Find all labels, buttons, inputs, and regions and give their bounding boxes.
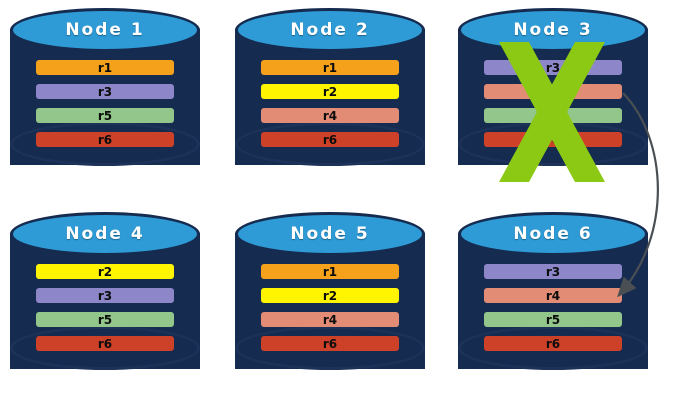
node-2-top: Node 2 (235, 8, 425, 52)
node-6[interactable]: Node 6 r3 r4 r5 r6 (458, 212, 648, 390)
node-5-title: Node 5 (290, 224, 370, 244)
node-1-replica-list: r1 r3 r5 r6 (36, 60, 174, 147)
node-2[interactable]: Node 2 r1 r2 r4 r6 (235, 8, 425, 186)
node-1-title: Node 1 (65, 20, 145, 40)
replica-bar[interactable]: r3 (484, 60, 622, 75)
node-1-top: Node 1 (10, 8, 200, 52)
node-1[interactable]: Node 1 r1 r3 r5 r6 (10, 8, 200, 186)
replica-bar[interactable]: r4 (261, 312, 399, 327)
replica-bar[interactable]: r4 (261, 108, 399, 123)
node-5[interactable]: Node 5 r1 r2 r4 r6 (235, 212, 425, 390)
replica-bar[interactable]: r6 (36, 132, 174, 147)
replica-bar[interactable]: r2 (36, 264, 174, 279)
node-2-title: Node 2 (290, 20, 370, 40)
replica-bar[interactable]: r1 (261, 264, 399, 279)
replica-bar[interactable]: r6 (261, 132, 399, 147)
replica-bar[interactable]: r6 (484, 132, 622, 147)
node-3-replica-list: r3 r4 r5 r6 (484, 60, 622, 147)
node-3-top: Node 3 (458, 8, 648, 52)
node-6-top: Node 6 (458, 212, 648, 256)
node-5-top: Node 5 (235, 212, 425, 256)
node-2-replica-list: r1 r2 r4 r6 (261, 60, 399, 147)
replica-bar[interactable]: r2 (261, 84, 399, 99)
replica-bar[interactable]: r1 (36, 60, 174, 75)
replica-bar[interactable]: r6 (36, 336, 174, 351)
node-4-replica-list: r2 r3 r5 r6 (36, 264, 174, 351)
node-6-title: Node 6 (513, 224, 593, 244)
replica-bar[interactable]: r1 (261, 60, 399, 75)
replica-bar[interactable]: r4 (484, 288, 622, 303)
node-5-replica-list: r1 r2 r4 r6 (261, 264, 399, 351)
replica-bar[interactable]: r3 (484, 264, 622, 279)
replica-bar[interactable]: r3 (36, 84, 174, 99)
replica-bar[interactable]: r5 (484, 108, 622, 123)
node-4-title: Node 4 (65, 224, 145, 244)
replica-bar[interactable]: r6 (261, 336, 399, 351)
replica-bar[interactable]: r6 (484, 336, 622, 351)
replica-bar[interactable]: r3 (36, 288, 174, 303)
node-3[interactable]: Node 3 r3 r4 r5 r6 (458, 8, 648, 186)
replica-bar[interactable]: r5 (484, 312, 622, 327)
replica-bar[interactable]: r5 (36, 108, 174, 123)
replica-bar[interactable]: r4 (484, 84, 622, 99)
node-3-title: Node 3 (513, 20, 593, 40)
node-6-replica-list: r3 r4 r5 r6 (484, 264, 622, 351)
node-4[interactable]: Node 4 r2 r3 r5 r6 (10, 212, 200, 390)
node-4-top: Node 4 (10, 212, 200, 256)
replica-bar[interactable]: r2 (261, 288, 399, 303)
replica-bar[interactable]: r5 (36, 312, 174, 327)
